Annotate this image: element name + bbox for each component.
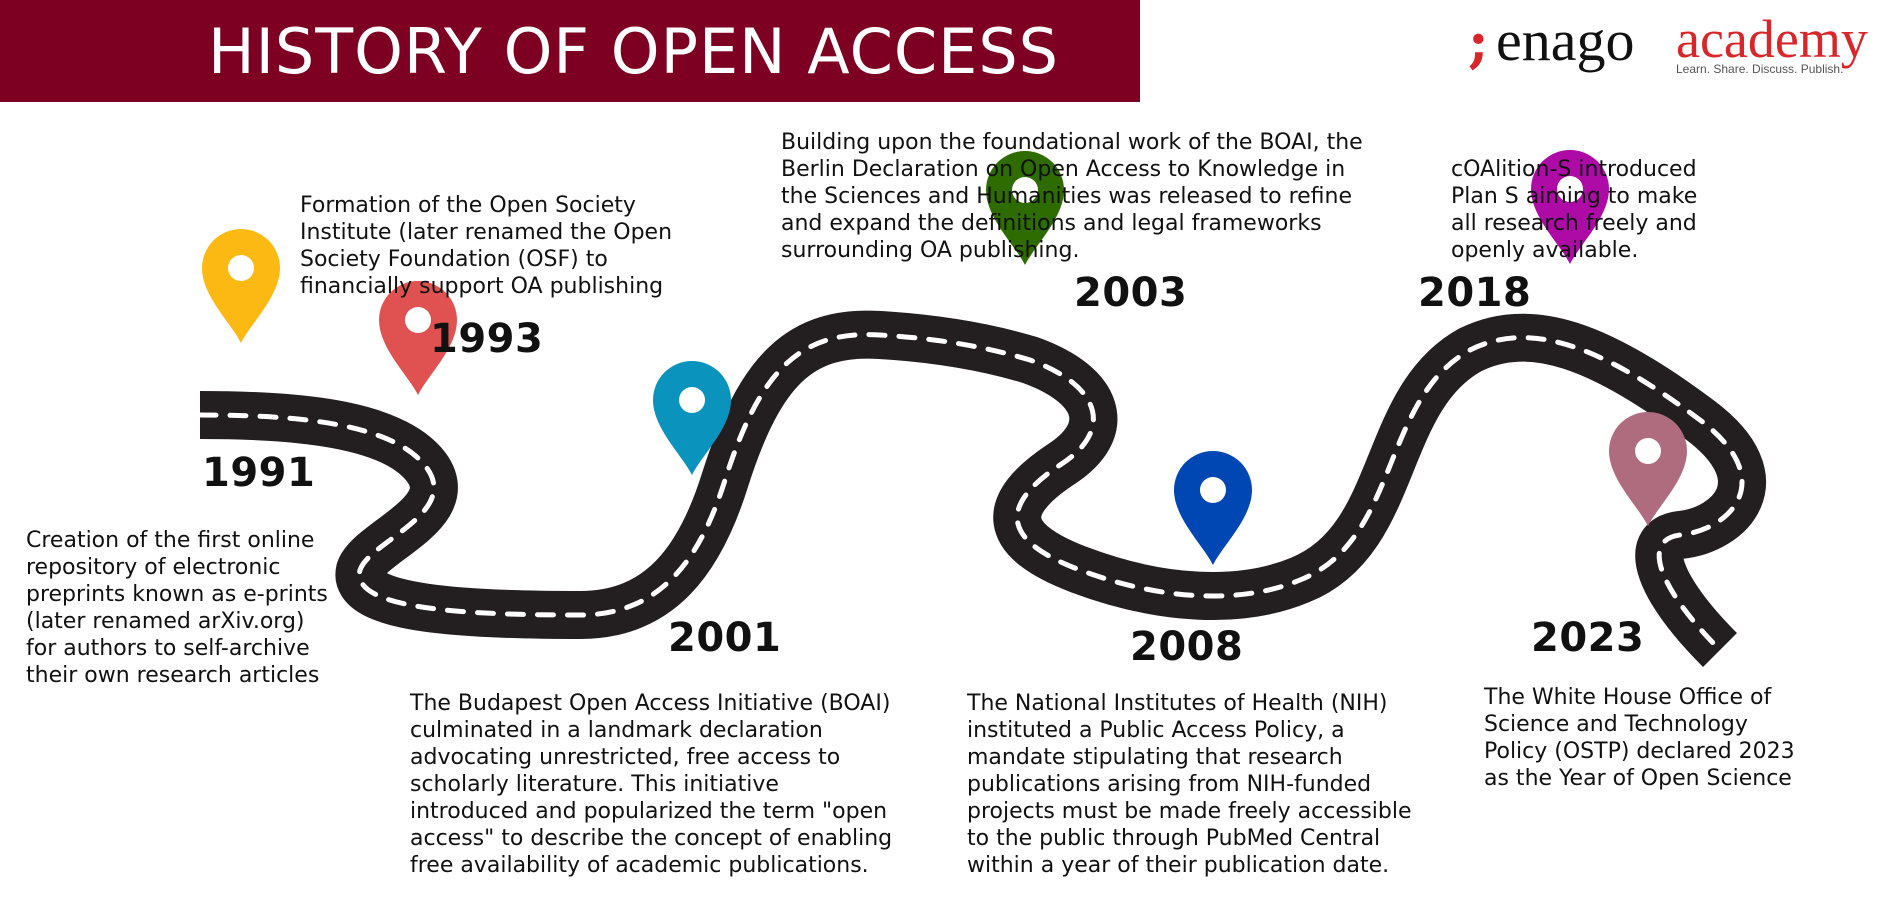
- year-2001: 2001: [668, 615, 782, 661]
- location-pin-icon: [1531, 150, 1609, 264]
- logo-brand: enago: [1496, 8, 1635, 73]
- logo-product: academy: [1676, 9, 1868, 69]
- location-pin-2023: [1609, 412, 1687, 526]
- year-2023: 2023: [1531, 615, 1645, 661]
- timeline-pins: [202, 150, 1687, 565]
- pin-hole: [1635, 438, 1661, 464]
- milestone-1993-text: Formation of the Open Society Institute …: [300, 193, 673, 299]
- milestone-1991-text: Creation of the first online repository …: [26, 528, 328, 688]
- pin-hole: [1557, 176, 1583, 202]
- location-pin-1991: [202, 229, 280, 343]
- pin-hole: [1012, 177, 1038, 203]
- location-pin-2001: [653, 361, 731, 475]
- year-1991: 1991: [202, 450, 316, 496]
- pin-hole: [405, 307, 431, 333]
- milestone-2003-text: Building upon the foundational work of t…: [781, 130, 1363, 263]
- road-center-line: [197, 332, 1745, 653]
- pin-hole: [228, 255, 254, 281]
- title-banner: HISTORY OF OPEN ACCESS: [0, 0, 1140, 102]
- year-2008: 2008: [1130, 624, 1244, 670]
- location-pin-2008: [1174, 451, 1252, 565]
- year-2003: 2003: [1074, 270, 1188, 316]
- location-pin-icon: [986, 151, 1064, 265]
- location-pin-2003: [986, 151, 1064, 265]
- year-1993: 1993: [430, 316, 544, 362]
- location-pin-2018: [1531, 150, 1609, 264]
- logo-tagline: Learn. Share. Discuss. Publish.: [1676, 62, 1844, 76]
- location-pin-icon: [202, 229, 280, 343]
- location-pin-1993: [379, 281, 457, 395]
- milestone-2001-text: The Budapest Open Access Initiative (BOA…: [410, 691, 893, 878]
- milestone-2008-text: The National Institutes of Health (NIH) …: [967, 691, 1412, 878]
- milestone-2023-text: The White House Office of Science and Te…: [1484, 685, 1795, 791]
- enago-academy-logo[interactable]: ; enago academy Learn. Share. Discuss. P…: [1468, 12, 1888, 82]
- location-pin-icon: [653, 361, 731, 475]
- location-pin-icon: [379, 281, 457, 395]
- year-2018: 2018: [1418, 270, 1532, 316]
- road-surface: [199, 310, 1766, 667]
- location-pin-icon: [1609, 412, 1687, 526]
- pin-hole: [679, 387, 705, 413]
- location-pin-icon: [1174, 451, 1252, 565]
- logo-mark: ;: [1468, 9, 1489, 75]
- page-title: HISTORY OF OPEN ACCESS: [208, 14, 1060, 88]
- pin-hole: [1200, 477, 1226, 503]
- milestone-2018-text: cOAlition-S introduced Plan S aiming to …: [1451, 157, 1698, 263]
